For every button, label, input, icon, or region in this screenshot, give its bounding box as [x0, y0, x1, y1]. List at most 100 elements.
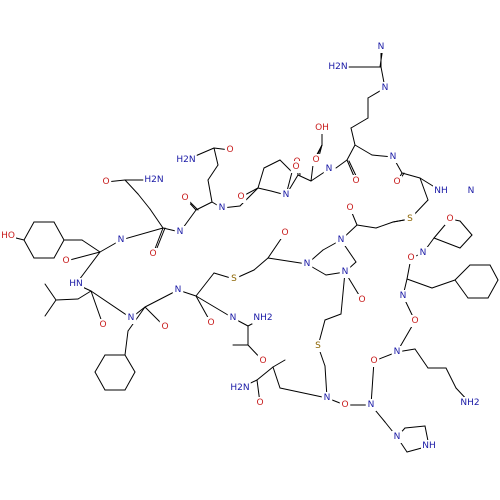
atom-label: N: [368, 400, 375, 410]
atom-label-bg: [159, 321, 171, 333]
atom-label: N: [230, 313, 237, 323]
bond-160: [404, 425, 426, 429]
atom-label-bg: [356, 294, 368, 306]
atom-label: O: [149, 249, 156, 259]
atom-label: S: [231, 274, 237, 284]
atom-label-bg: [100, 176, 112, 188]
atom-label: N: [118, 235, 125, 245]
atom-label-layer: NHH2NNNOHOONNOOH2NOH2NOONONNOONHOOHNONON…: [0, 41, 481, 452]
bond-152: [279, 387, 328, 399]
bond-54: [149, 208, 164, 229]
bond-37: [257, 187, 272, 192]
atom-label: N: [390, 152, 397, 162]
atom-label-bg: [179, 192, 191, 204]
atom-label-bg: [444, 213, 456, 225]
atom-label: NH: [422, 441, 436, 451]
atom-label: N: [175, 285, 182, 295]
bond-61: [81, 239, 101, 253]
atom-label-bg: [279, 227, 291, 239]
atom-label: O: [352, 176, 359, 186]
atom-label-bg: [97, 319, 109, 331]
atom-label-bg: [257, 355, 269, 367]
atom-label: N: [342, 267, 349, 277]
atom-label: HO: [1, 231, 15, 241]
atom-label: O: [312, 155, 319, 165]
atom-label-bg: [405, 252, 417, 264]
atom-label-bg: [228, 273, 240, 285]
atom-label: OH: [315, 123, 329, 133]
atom-label: N: [378, 42, 385, 52]
bond-137: [445, 367, 457, 389]
bond-15: [419, 177, 429, 201]
atom-label: N: [219, 203, 226, 213]
atom-label-bg: [216, 202, 228, 214]
atom-label-bg: [397, 290, 409, 302]
atom-label-bg: [115, 234, 127, 246]
atom-label-bg: [227, 312, 239, 324]
bond-84: [94, 371, 106, 391]
bond-55: [137, 193, 151, 210]
bond-89: [144, 289, 179, 308]
atom-label: H2N: [328, 62, 347, 72]
bond-83: [94, 354, 106, 373]
atom-label: O: [346, 203, 353, 213]
atom-label: N: [400, 291, 407, 301]
atom-label-bg: [421, 440, 437, 452]
atom-label-bg: [224, 144, 236, 156]
bond-28: [297, 174, 312, 182]
atom-label: O: [256, 398, 263, 408]
atom-label: O: [237, 192, 244, 202]
atom-label: S: [315, 341, 321, 351]
atom-label: O: [99, 320, 106, 330]
atom-label: N: [382, 83, 389, 93]
atom-label-bg: [387, 151, 399, 163]
atom-label-bg: [290, 161, 302, 173]
atom-label-bg: [143, 174, 165, 186]
bond-143: [324, 313, 342, 321]
atom-label-bg: [254, 397, 266, 409]
atom-label: O: [358, 295, 365, 305]
atom-label-bg: [339, 266, 351, 278]
bond-124: [406, 278, 433, 289]
bond-47: [195, 201, 213, 211]
atom-label-bg: [280, 189, 292, 201]
atom-label: O: [226, 145, 233, 155]
atom-label: N: [177, 227, 184, 237]
atom-label-bg: [229, 382, 251, 394]
atom-label: N: [394, 432, 401, 442]
atom-label-bg: [312, 340, 324, 352]
bond-86: [124, 371, 136, 391]
bond-63: [53, 221, 65, 241]
bond-150: [272, 359, 286, 368]
atom-label: O: [102, 177, 109, 187]
bond-73: [77, 290, 92, 300]
bond-19: [335, 159, 348, 169]
atom-label-bg: [344, 202, 356, 214]
bond-128: [489, 264, 499, 281]
atom-label-bg: [323, 163, 335, 175]
atom-label: NH2: [460, 398, 479, 408]
atom-label-bg: [391, 176, 403, 188]
atom-label: O: [292, 162, 299, 172]
atom-label-bg: [252, 312, 274, 324]
bond-56: [124, 179, 139, 195]
bond-151: [272, 366, 281, 389]
bond-98: [195, 295, 234, 319]
atom-label: NH2: [253, 313, 272, 323]
bond-117: [433, 237, 461, 249]
atom-label: N: [338, 235, 345, 245]
bond-13: [401, 172, 421, 179]
atom-label-bg: [174, 226, 186, 238]
atom-label: N: [128, 313, 135, 323]
atom-label-bg: [350, 175, 362, 187]
atom-label: O: [281, 228, 288, 238]
atom-label-bg: [321, 392, 333, 404]
atom-label-bg: [68, 278, 84, 290]
bond-7: [350, 127, 356, 146]
atom-label-bg: [335, 234, 347, 246]
bond-92: [195, 272, 215, 297]
bond-43: [207, 164, 219, 181]
atom-label: HN: [69, 279, 83, 289]
atom-label: O: [370, 356, 377, 366]
